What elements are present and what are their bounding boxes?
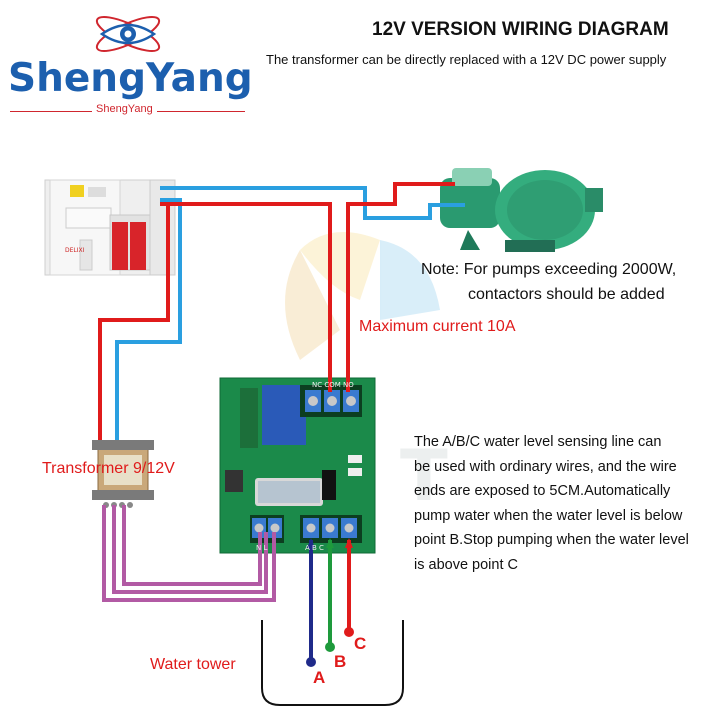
water-pump — [440, 168, 603, 252]
probe-a-end — [306, 657, 316, 667]
pump-note-line2: contactors should be added — [468, 286, 665, 303]
sensing-line: point B.Stop pumping when the water leve… — [414, 532, 689, 548]
relay-terminal-labels: NC COM NO — [312, 381, 354, 389]
max-current-label: Maximum current 10A — [359, 318, 516, 335]
svg-text:T: T — [400, 435, 448, 517]
probe-c-end — [344, 627, 354, 637]
pump-note-line1: Note: For pumps exceeding 2000W, — [421, 261, 677, 278]
sensing-line: The A/B/C water level sensing line can — [414, 434, 662, 450]
sensing-line: be used with ordinary wires, and the wir… — [414, 458, 677, 475]
transformer-label: Transformer 9/12V — [42, 460, 175, 477]
probe-b-end — [325, 642, 335, 652]
live-wires — [98, 182, 455, 440]
probe-c-arrow — [345, 538, 353, 548]
probe-a-label: A — [313, 668, 326, 687]
water-tower-outline — [261, 620, 404, 706]
relay-board — [219, 377, 376, 554]
sensing-line: pump water when the water level is below — [414, 507, 683, 524]
sensor-terminal-labels: A B C — [305, 544, 324, 552]
probe-a-arrow — [307, 538, 315, 548]
transformer — [92, 440, 154, 508]
transformer-wires — [102, 505, 276, 602]
sensing-description: The A/B/C water level sensing line can b… — [414, 430, 720, 577]
circuit-breaker: DELIXI — [44, 179, 176, 276]
neutral-wires — [115, 186, 465, 440]
sensing-line: is above point C — [414, 556, 518, 573]
probe-b-label: B — [334, 652, 347, 671]
input-terminal-labels: N L — [256, 544, 268, 552]
diagram-subtitle: The transformer can be directly replaced… — [266, 52, 667, 67]
probe-c-label: C — [354, 634, 367, 653]
svg-text:DELIXI: DELIXI — [65, 247, 85, 254]
probe-wires — [309, 540, 351, 660]
sensing-line: ends are exposed to 5CM.Automatically — [414, 483, 671, 499]
brand-tagline: ShengYang — [92, 103, 157, 115]
diagram-title: 12V VERSION WIRING DIAGRAM — [372, 19, 669, 40]
logo-eye-icon — [95, 16, 161, 52]
brand-logo-text: ShengYang — [8, 56, 253, 101]
water-tower-label: Water tower — [150, 656, 236, 673]
probe-b-arrow — [326, 538, 334, 548]
